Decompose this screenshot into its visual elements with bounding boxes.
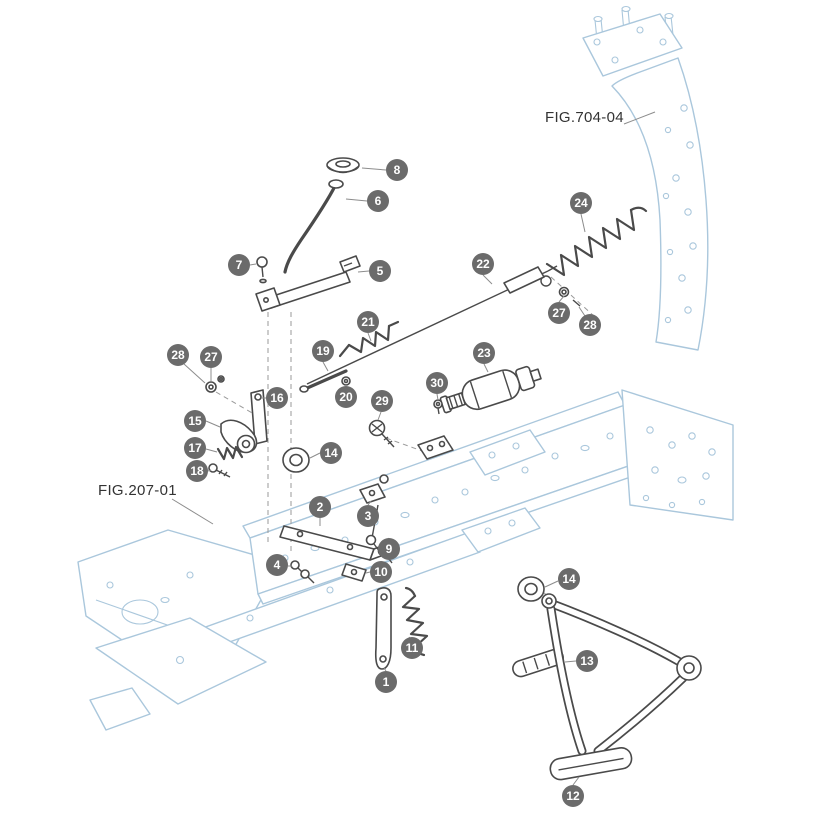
- callout-23[interactable]: 23: [473, 342, 495, 364]
- callout-28[interactable]: 28: [167, 344, 189, 366]
- part-screw-18: [208, 463, 231, 478]
- callout-12[interactable]: 12: [562, 785, 584, 807]
- chassis-frame-fig207: [77, 389, 734, 731]
- part-rod-22: [306, 265, 558, 385]
- part-spring-21: [338, 320, 400, 358]
- part-solenoid-23: [439, 365, 542, 414]
- callout-28[interactable]: 28: [579, 314, 601, 336]
- callout-2[interactable]: 2: [309, 496, 331, 518]
- callout-14[interactable]: 14: [558, 568, 580, 590]
- part-cap-8: [326, 157, 360, 174]
- part-bushing-14-left: [282, 447, 310, 473]
- part-rod-19: [299, 369, 348, 393]
- part-spring-24: [540, 206, 648, 287]
- fig-label-fig-704-04[interactable]: FIG.704-04: [545, 109, 624, 126]
- part-lever-5: [255, 255, 361, 312]
- callout-29[interactable]: 29: [371, 390, 393, 412]
- callout-11[interactable]: 11: [401, 637, 423, 659]
- part-pin-20: [341, 376, 351, 386]
- callout-17[interactable]: 17: [184, 437, 206, 459]
- part-bracket-3: [359, 474, 389, 539]
- callout-7[interactable]: 7: [228, 254, 250, 276]
- part-washers-27-28-left: [205, 375, 225, 393]
- callout-27[interactable]: 27: [548, 302, 570, 324]
- callout-27[interactable]: 27: [200, 346, 222, 368]
- bracket-fig704: [582, 5, 709, 351]
- callout-24[interactable]: 24: [570, 192, 592, 214]
- part-bracket-10: [341, 563, 367, 582]
- callout-30[interactable]: 30: [426, 372, 448, 394]
- callout-18[interactable]: 18: [186, 460, 208, 482]
- callout-8[interactable]: 8: [386, 159, 408, 181]
- part-arm-15: [220, 419, 258, 454]
- callout-19[interactable]: 19: [312, 340, 334, 362]
- callout-5[interactable]: 5: [369, 260, 391, 282]
- part-nut-30: [433, 399, 443, 415]
- part-pedal-12: [541, 593, 702, 781]
- part-spring-17: [216, 445, 244, 461]
- callout-10[interactable]: 10: [370, 561, 392, 583]
- part-bolt-7: [256, 256, 268, 284]
- part-washer-27-right: [558, 286, 581, 307]
- callout-21[interactable]: 21: [357, 311, 379, 333]
- mount-bracket: [417, 435, 454, 460]
- callout-1[interactable]: 1: [375, 671, 397, 693]
- part-bolt-29: [368, 419, 395, 448]
- fig-label-fig-207-01[interactable]: FIG.207-01: [98, 482, 177, 499]
- callout-9[interactable]: 9: [378, 538, 400, 560]
- callout-3[interactable]: 3: [357, 505, 379, 527]
- callout-20[interactable]: 20: [335, 386, 357, 408]
- part-link-16: [250, 389, 268, 445]
- callout-6[interactable]: 6: [367, 190, 389, 212]
- part-bolts-4: [290, 560, 315, 584]
- part-rod-6: [283, 179, 344, 274]
- part-pad-13: [512, 648, 564, 678]
- callout-14[interactable]: 14: [320, 442, 342, 464]
- assembly-dashed-lines: [215, 276, 596, 604]
- callout-15[interactable]: 15: [184, 410, 206, 432]
- callout-16[interactable]: 16: [266, 387, 288, 409]
- part-lever-1: [374, 587, 392, 670]
- callout-22[interactable]: 22: [472, 253, 494, 275]
- part-bushing-14-right: [517, 576, 545, 602]
- callout-leader-lines: [171, 111, 656, 786]
- callout-13[interactable]: 13: [576, 650, 598, 672]
- callout-4[interactable]: 4: [266, 554, 288, 576]
